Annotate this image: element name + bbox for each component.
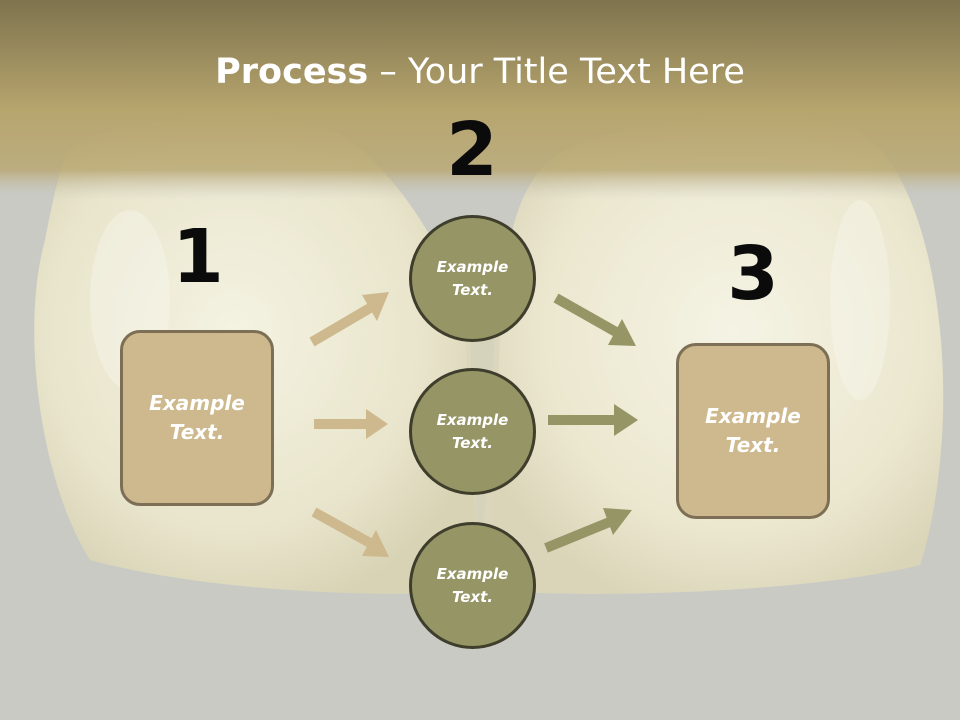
arrow-left-to-bottom bbox=[311, 507, 389, 557]
arrow-top-to-right bbox=[553, 293, 636, 346]
step-number-3: 3 bbox=[727, 231, 779, 317]
arrow-left-to-top bbox=[309, 292, 389, 347]
title-bold: Process bbox=[215, 52, 369, 92]
left-step-box: Example Text. bbox=[120, 330, 274, 506]
step-number-2: 2 bbox=[446, 107, 498, 193]
header-band bbox=[0, 0, 960, 200]
right-step-label: Example Text. bbox=[705, 404, 801, 457]
title-rest: – Your Title Text Here bbox=[368, 52, 745, 92]
arrow-left-to-middle bbox=[314, 409, 388, 439]
circle-top: Example Text. bbox=[409, 215, 536, 342]
arrow-bottom-to-right bbox=[544, 508, 632, 553]
slide-title: Process – Your Title Text Here bbox=[0, 52, 960, 92]
circle-bottom-label: Example Text. bbox=[436, 564, 509, 606]
circle-middle: Example Text. bbox=[409, 368, 536, 495]
step-number-1: 1 bbox=[172, 214, 224, 300]
left-step-label: Example Text. bbox=[149, 391, 245, 444]
circle-top-label: Example Text. bbox=[436, 257, 509, 299]
right-step-box: Example Text. bbox=[676, 343, 830, 519]
circle-middle-label: Example Text. bbox=[436, 410, 509, 452]
circle-bottom: Example Text. bbox=[409, 522, 536, 649]
arrow-middle-to-right bbox=[548, 404, 638, 436]
